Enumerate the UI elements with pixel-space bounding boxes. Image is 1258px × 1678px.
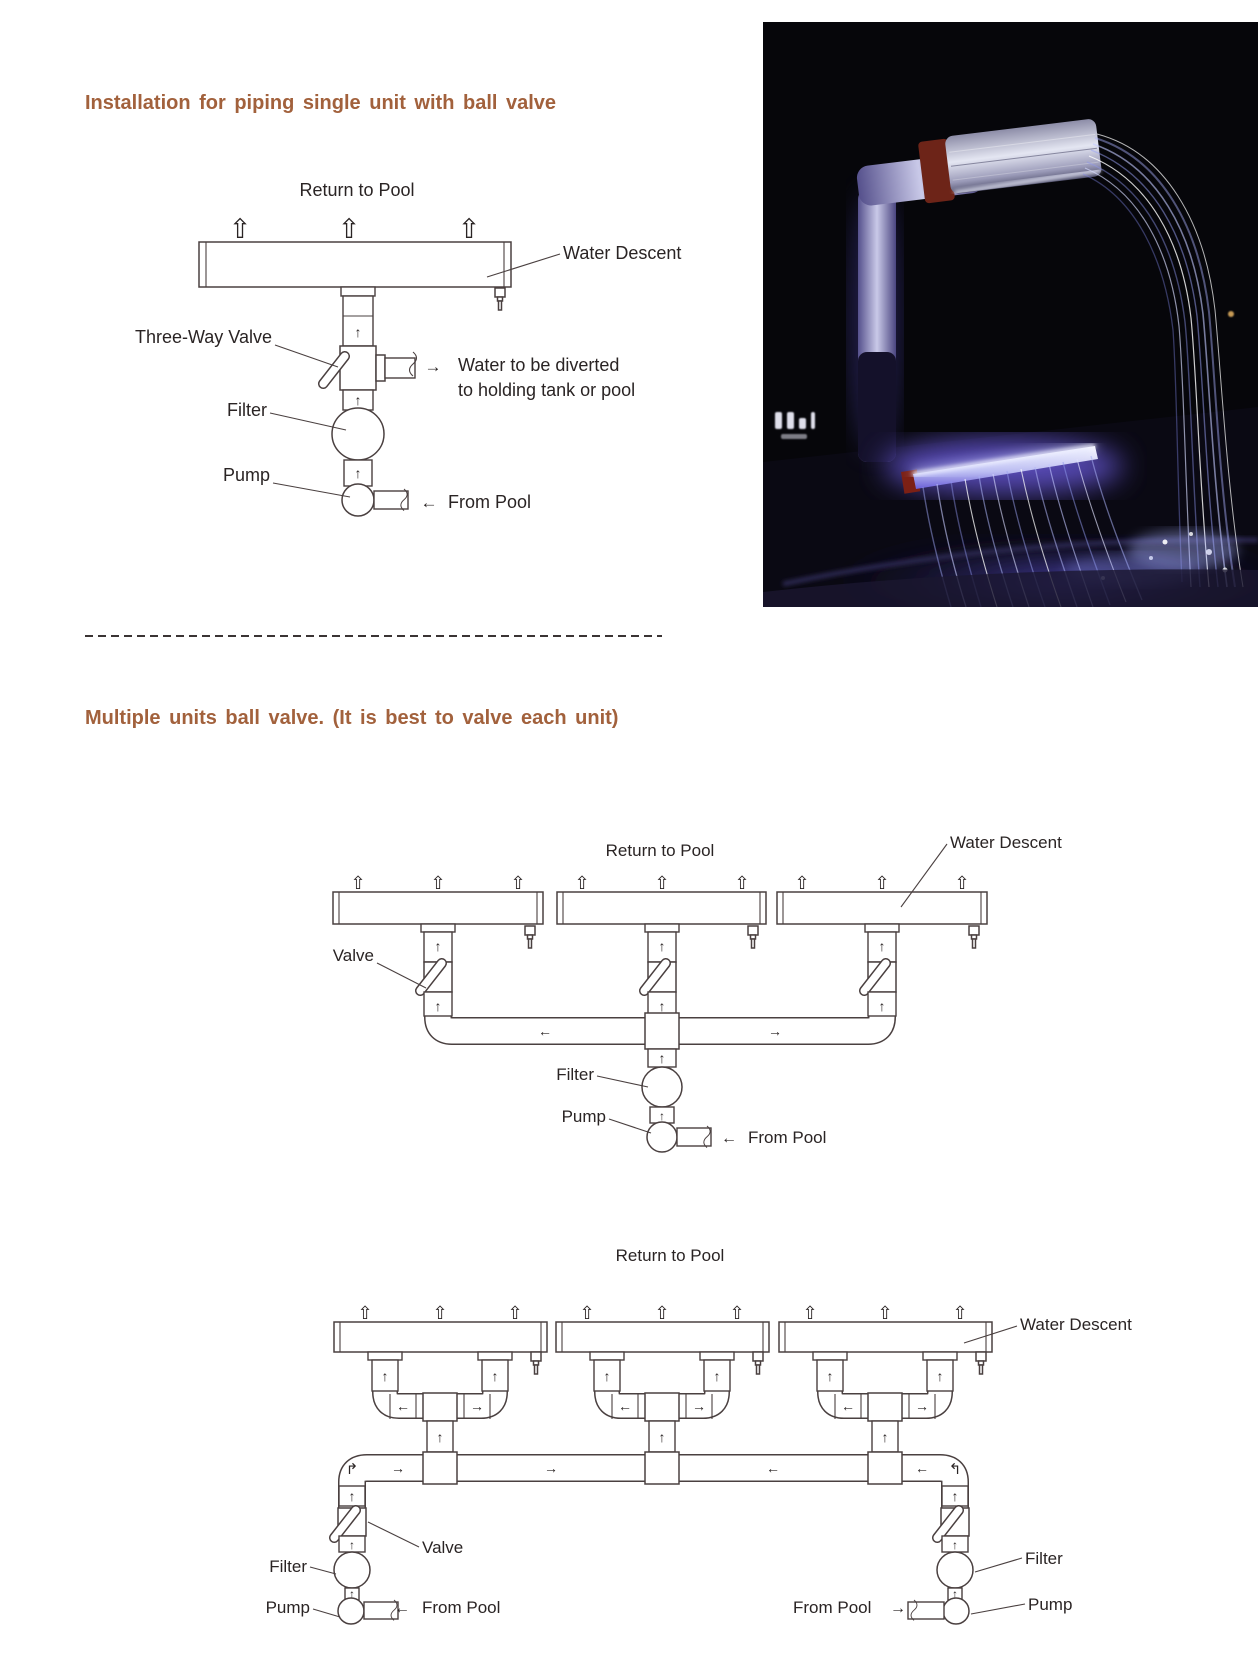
unit-u-loop [589, 1351, 735, 1453]
from-pool-left-arrow: ← [394, 1600, 410, 1617]
from-pool-left-arrow: ← [721, 1130, 737, 1147]
cross-fitting [644, 1012, 680, 1050]
photo-foreground-edge [763, 569, 1258, 607]
pump-leader-line [970, 1603, 1026, 1615]
photo-distant-light [1228, 311, 1234, 317]
photo-background-lights [775, 412, 815, 439]
filter-label: Filter [269, 1557, 307, 1576]
pump-circle [337, 1597, 365, 1625]
water-descent-label: Water Descent [950, 833, 1062, 852]
pump-label: Pump [562, 1107, 606, 1126]
hollow-up-arrow [337, 214, 361, 244]
from-pool-right-arrow: → [890, 1600, 906, 1617]
diverted-water-label-line2: to holding tank or pool [458, 380, 635, 400]
filter-circle [333, 1551, 371, 1589]
from-pool-label: From Pool [748, 1128, 826, 1147]
tee-fitting [422, 1451, 458, 1485]
tee-fitting [644, 1451, 680, 1485]
tee-fitting [867, 1451, 903, 1485]
unit-riser-with-valve [857, 923, 900, 1017]
pipe-stub [340, 286, 376, 297]
photo-upper-unit [918, 119, 1102, 204]
pump-label: Pump [266, 1598, 310, 1617]
water-descent-unit [333, 1321, 548, 1353]
filter-circle [331, 407, 385, 461]
section-heading-multiple-units: Multiple units ball valve. (It is best t… [85, 707, 619, 729]
filter-leader-line [269, 412, 347, 431]
filter-leader-line [309, 1566, 337, 1575]
water-descent-unit [556, 891, 767, 925]
pump-leader-line [272, 482, 351, 498]
right-supply-line [907, 1485, 974, 1625]
pump-label: Pump [223, 465, 270, 485]
filter-label: Filter [556, 1065, 594, 1084]
three-way-valve-label: Three-Way Valve [135, 327, 272, 347]
pump-leader-line [608, 1118, 652, 1134]
unit-u-loop [367, 1351, 513, 1453]
pump-leader-line [312, 1608, 341, 1618]
filter-circle [936, 1551, 974, 1589]
from-pool-label: From Pool [793, 1598, 871, 1617]
water-descent-unit [332, 891, 544, 925]
diagram-multiple-units-parallel: Return to Pool Water Descent [332, 833, 1062, 1153]
valve-label: Valve [422, 1538, 463, 1557]
hollow-up-arrow [457, 214, 481, 244]
product-photo [763, 22, 1258, 622]
diagram-multiple-units-looped: Return to Pool Water Descent [266, 1246, 1132, 1625]
return-to-pool-label: Return to Pool [606, 841, 715, 860]
water-descent-unit [776, 891, 988, 925]
unit-riser-with-valve [413, 923, 456, 1017]
water-descent-label: Water Descent [1020, 1315, 1132, 1334]
three-way-valve-leader-line [274, 344, 339, 368]
diverted-right-arrow: → [425, 357, 442, 376]
from-pool-label: From Pool [422, 1598, 500, 1617]
pump-inlet-pipe [363, 1601, 399, 1620]
water-descent-leader-line [486, 253, 561, 278]
pump-inlet-pipe [373, 490, 409, 510]
return-to-pool-label: Return to Pool [616, 1246, 725, 1265]
filter-leader-line [974, 1557, 1023, 1573]
diagram-single-unit: Return to Pool Water Descent Three-Way V… [135, 180, 681, 517]
water-descent-unit [198, 241, 512, 288]
valve-label: Valve [333, 946, 374, 965]
water-descent-unit [778, 1321, 993, 1353]
return-to-pool-label: Return to Pool [299, 180, 414, 200]
pump-circle [942, 1597, 970, 1625]
photo-lower-unit [883, 438, 1123, 494]
valve-leader-line [367, 1521, 420, 1548]
unit-riser-with-valve [637, 923, 680, 1017]
water-descent-leader-line [963, 1325, 1018, 1344]
pump-label: Pump [1028, 1595, 1072, 1614]
valve-leader-line [376, 962, 427, 989]
from-pool-left-arrow: ← [421, 493, 438, 512]
filter-label: Filter [1025, 1549, 1063, 1568]
filter-leader-line [596, 1075, 649, 1088]
water-descent-label: Water Descent [563, 243, 681, 263]
pump-circle [646, 1121, 678, 1153]
pump-inlet-pipe [676, 1127, 712, 1147]
water-descent-leader-line [900, 843, 948, 908]
unit-u-loop [812, 1351, 958, 1453]
from-pool-label: From Pool [448, 492, 531, 512]
hollow-up-arrow [228, 214, 252, 244]
product-photo-canvas [763, 22, 1258, 622]
photo-upper-water-arc [1082, 133, 1244, 588]
pump-circle [341, 483, 375, 517]
left-supply-line [327, 1485, 399, 1625]
three-way-valve [316, 345, 418, 391]
diverted-water-label-line1: Water to be diverted [458, 355, 619, 375]
section-heading-single-unit: Installation for piping single unit with… [85, 92, 557, 114]
filter-label: Filter [227, 400, 267, 420]
water-descent-unit [555, 1321, 770, 1353]
